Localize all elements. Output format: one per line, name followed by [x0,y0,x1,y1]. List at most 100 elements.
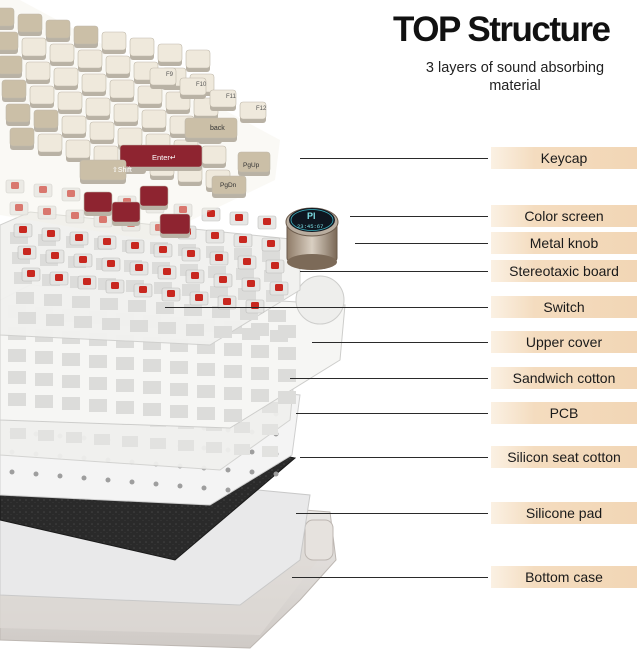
keycap [101,31,127,54]
label-stereotaxic-board: Stereotaxic board [491,260,637,282]
diagram-subtitle: 3 layers of sound absorbing material [410,59,620,95]
switch [233,233,253,248]
keycap [157,43,183,66]
keycap [49,43,75,66]
diagram-title: TOP Structure [393,10,611,49]
keycap [73,25,99,48]
keycap [21,37,47,60]
keycap [83,191,113,216]
keycap [239,101,267,123]
subtitle-line-1: 3 layers of sound absorbing [425,60,605,76]
switch [125,239,145,254]
label-color-screen: Color screen [491,205,637,227]
keycap [105,55,131,78]
leader-line [350,216,488,217]
label-pcb: PCB [491,402,637,424]
switch [45,249,65,264]
keycap [85,97,111,120]
leader-line [165,307,488,308]
screen-readout-time: 23:45:67 [297,223,323,230]
keycap [237,151,271,176]
keycap [45,19,71,42]
keycap [179,77,207,99]
leader-line [290,378,488,379]
label-switch: Switch [491,296,637,318]
keycap [211,175,247,198]
keycap [111,201,141,226]
leader-line [300,271,488,272]
keycap [149,67,177,89]
keycap [201,145,227,168]
switch [241,277,261,292]
switch [5,179,25,194]
switch [209,251,229,266]
keycap [5,103,31,126]
switch [65,209,85,224]
switch [13,223,33,238]
switch [21,267,41,282]
switch [105,279,125,294]
key-legend-f10: F10 [196,82,207,88]
keycap [25,61,51,84]
leader-line [300,457,488,458]
leader-line [355,243,488,244]
keycap [141,109,167,132]
keycap [0,55,23,78]
switch [9,201,29,216]
switch [101,257,121,272]
leader-line [296,413,488,414]
switch [237,255,257,270]
switch-layer [5,179,289,314]
keycap [17,13,43,36]
keycap [0,31,19,54]
label-keycap: Keycap [491,147,637,169]
switch [269,281,289,296]
keycaps [0,7,271,238]
subtitle-line-2: material [489,78,541,94]
switch [153,243,173,258]
switch [161,287,181,302]
keycap [33,109,59,132]
keycap [29,85,55,108]
keycap [79,159,127,184]
keycap [119,144,203,171]
switch [133,283,153,298]
key-legend-f12: F12 [256,106,267,112]
switch [185,269,205,284]
keycap-layer: Enter↵ ⇧Shift back PgUp PgDn F9 F10 F11 … [0,0,280,240]
switch [265,259,285,274]
label-silicon-seat-cotton: Silicon seat cotton [491,446,637,468]
keycap [113,103,139,126]
keycap [77,49,103,72]
switch [217,295,237,310]
keycap [137,85,163,108]
key-legend-f9: F9 [166,72,174,78]
switch [49,271,69,286]
leader-line [292,577,488,578]
leader-line [296,513,488,514]
key-legend-back: back [210,125,225,132]
leader-line [300,158,488,159]
keycap [159,213,191,238]
keycap [1,79,27,102]
switch [157,265,177,280]
switch [69,231,89,246]
switch [257,215,277,230]
switch [37,205,57,220]
switch [97,235,117,250]
key-legend-shift: ⇧Shift [112,166,132,174]
keycap [37,133,63,156]
label-sandwich-cotton: Sandwich cotton [491,367,637,389]
key-legend-pgup: PgUp [243,162,260,169]
switch [73,253,93,268]
switch [205,229,225,244]
keycap [61,115,87,138]
switch [201,207,221,222]
keycap [65,139,91,162]
keycap [53,67,79,90]
switch [61,187,81,202]
switch [261,237,281,252]
label-silicone-pad: Silicone pad [491,502,637,524]
keycap [129,37,155,60]
switch [77,275,97,290]
